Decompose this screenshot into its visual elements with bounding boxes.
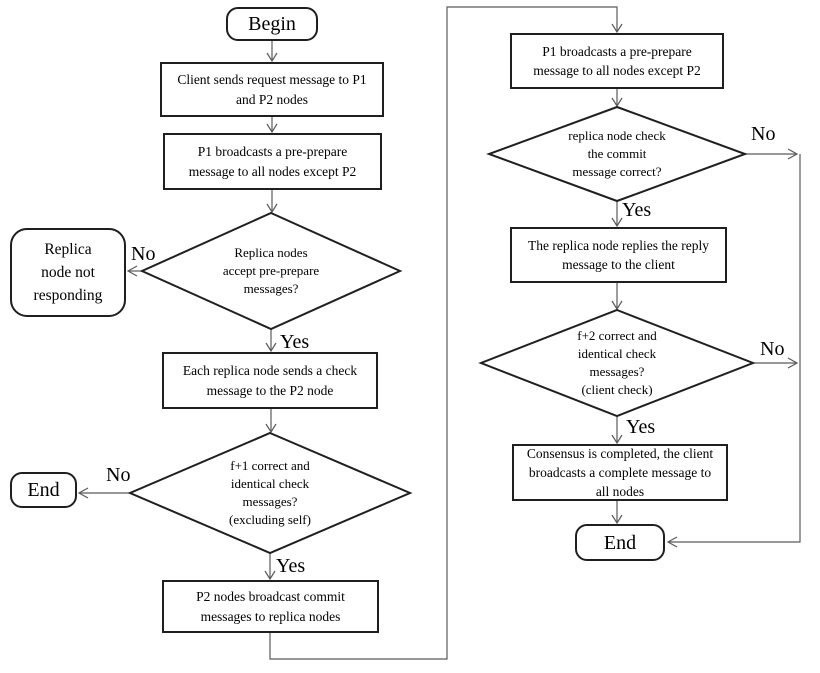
arrowhead: [265, 342, 277, 353]
arrowhead: [266, 203, 278, 214]
replica-not-responding-terminator: Replica node not responding: [10, 228, 126, 317]
edge-label-commit-no: No: [751, 123, 776, 145]
arrowhead: [77, 487, 89, 499]
arrowhead: [611, 434, 623, 445]
decision-f1-check-label: f+1 correct and identical check messages…: [229, 457, 311, 528]
edge-p2-commit-to-p1-broadcast-right: [269, 6, 618, 660]
arrowhead: [611, 23, 623, 34]
arrowhead: [265, 423, 277, 434]
begin-terminator: Begin: [226, 7, 318, 41]
decision-f1-check: [127, 431, 413, 555]
edge-label-f2-no: No: [760, 338, 785, 360]
arrowhead: [266, 52, 278, 63]
decision-commit-correct: [486, 105, 748, 203]
p2-commit-box: P2 nodes broadcast commit messages to re…: [162, 580, 379, 633]
end-right-terminator: End: [575, 524, 665, 561]
edge-label-accept-yes: Yes: [280, 331, 310, 353]
edge-label-f1-no: No: [106, 464, 131, 486]
arrowhead: [264, 570, 276, 581]
send-check-box: Each replica node sends a check message …: [162, 352, 378, 409]
decision-f2-check-label: f+2 correct and identical check messages…: [577, 327, 657, 398]
consensus-complete-box: Consensus is completed, the client broad…: [512, 444, 728, 501]
arrowhead: [126, 265, 138, 277]
reply-client-box: The replica node replies the reply messa…: [510, 227, 727, 283]
arrowhead: [666, 536, 678, 548]
decision-accept-preprepare-label: Replica nodes accept pre-prepare message…: [222, 244, 320, 297]
arrowhead: [611, 217, 623, 228]
decision-accept-preprepare: [139, 211, 403, 331]
p1-broadcast-left-box: P1 broadcasts a pre-prepare message to a…: [163, 133, 382, 190]
edge-label-accept-no: No: [131, 243, 156, 265]
edge-label-f2-yes: Yes: [626, 416, 656, 438]
arrowhead: [611, 514, 623, 525]
p1-broadcast-right-box: P1 broadcasts a pre-prepare message to a…: [510, 33, 724, 89]
arrowhead: [787, 148, 799, 160]
end-left-terminator: End: [10, 472, 77, 508]
arrowhead: [266, 123, 278, 134]
edge-right-rail-to-end-right: [669, 154, 801, 543]
decision-commit-correct-label: replica node check the commit message co…: [568, 127, 666, 180]
decision-f2-check: [478, 308, 756, 418]
edge-label-f1-yes: Yes: [276, 555, 306, 577]
edge-label-commit-yes: Yes: [622, 199, 652, 221]
arrowhead: [787, 357, 799, 369]
client-request-box: Client sends request message to P1 and P…: [160, 62, 384, 117]
